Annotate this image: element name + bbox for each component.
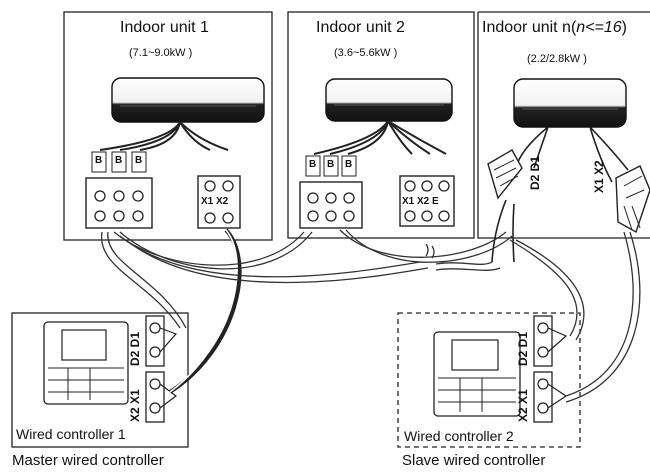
indoor-unit-n-title-limit: n<=16 [576,19,622,36]
unit-1-signal-label: X1 X2 [201,196,229,207]
indoor-unit-1-title: Indoor unit 1 [120,19,209,36]
unit-1-mark-1: B [95,155,103,166]
indoor-unit-2-capacity: (3.6~5.6kW ) [334,47,398,59]
interconnect-cables [100,228,641,403]
unit-n-wires [491,126,629,263]
unit-n-d-connector [487,149,523,200]
cable-break-marks [425,243,435,259]
indoor-unit-n-body [513,78,627,128]
wired-controller-2-device [433,331,521,417]
unit-2-mark-1: B [309,159,317,170]
unit-2-signal-label: X1 X2 E [402,196,439,207]
master-controller-caption: Master wired controller [12,452,164,469]
indoor-unit-2-body [325,78,453,122]
slave-controller-caption: Slave wired controller [402,452,546,469]
unit-1-signal-terminal [197,175,241,229]
unit-1-power-terminal [85,151,153,229]
unit-1-mark-3: B [135,155,143,166]
unit-1-mark-2: B [115,155,123,166]
wired-controller-1-device [43,321,129,405]
wired-controller-2-label: Wired controller 2 [404,428,514,444]
wired-controller-1-terminals [145,315,178,423]
unit-2-mark-3: B [345,159,353,170]
wired-controller-2-box [397,312,581,448]
indoor-unit-2-title: Indoor unit 2 [316,19,405,36]
unit-n-d-label: D2 D1 [528,155,542,190]
controller-1-x-label: X2 X1 [128,389,142,422]
controller-2-x-label: X2 X1 [516,389,530,422]
indoor-unit-n-box [477,11,650,239]
indoor-unit-n-title-suffix: ) [621,19,627,36]
unit-2-mark-2: B [327,159,335,170]
indoor-unit-1-body [111,77,265,123]
unit-2-power-wires [313,120,447,155]
indoor-unit-n-title: Indoor unit n(n<=16) [482,19,627,37]
unit-1-power-wires [99,121,229,151]
indoor-unit-1-capacity: (7.1~9.0kW ) [129,47,193,59]
controller-1-d-label: D2 D1 [128,331,142,366]
unit-2-power-terminal [299,155,363,229]
indoor-unit-n-capacity: (2.2/2.8kW ) [527,53,587,65]
unit-n-x-label: X1 X2 [592,160,606,193]
wired-controller-2-terminals [533,315,568,423]
indoor-unit-n-title-prefix: Indoor unit n( [482,19,577,36]
controller-2-d-label: D2 D1 [516,331,530,366]
unit-2-signal-terminal [399,175,455,227]
unit-n-x-connector [615,165,650,234]
wired-controller-1-label: Wired controller 1 [16,426,126,442]
